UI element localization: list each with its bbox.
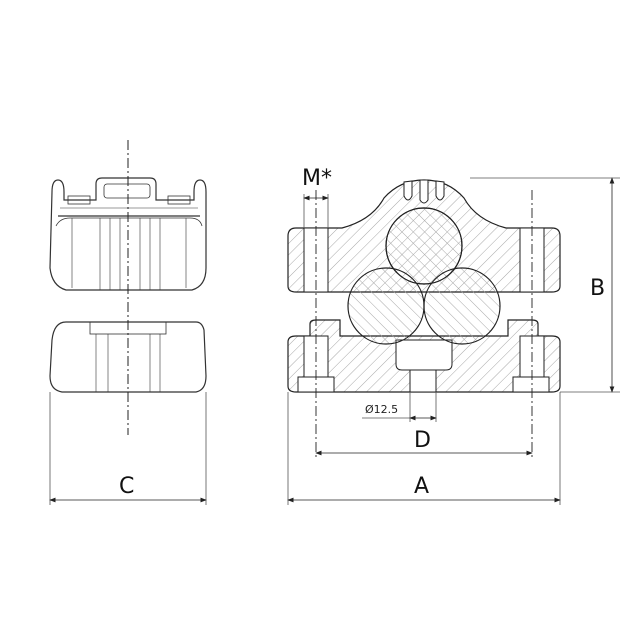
section-lower	[287, 319, 561, 393]
label-bolt-diameter: Ø12.5	[365, 403, 399, 416]
dimension-c	[49, 392, 207, 505]
label-m: M*	[302, 166, 332, 191]
label-a: A	[414, 474, 430, 499]
cables-trefoil	[347, 207, 501, 345]
label-b: B	[590, 276, 606, 301]
dimension-b	[470, 177, 620, 393]
dimension-bolt-diameter	[362, 392, 437, 422]
dimension-a	[287, 392, 561, 505]
hole-centerlines	[315, 190, 533, 460]
dimension-m	[303, 194, 329, 228]
label-c: C	[119, 474, 135, 499]
side-view	[49, 177, 207, 393]
label-d: D	[414, 428, 431, 453]
